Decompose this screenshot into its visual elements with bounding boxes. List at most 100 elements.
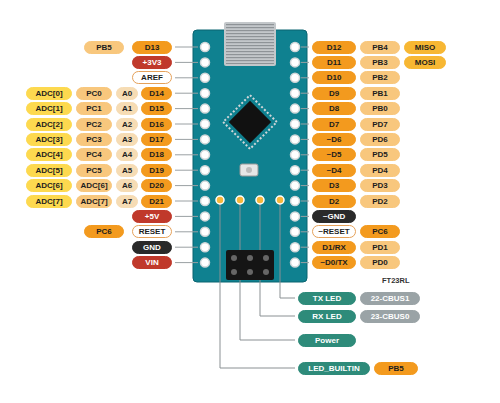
led-dot [256,196,264,204]
pin-name: +5V [145,212,159,221]
pin-tag: VIN [132,256,172,269]
pin-tag: PD2 [360,195,400,208]
pin-name: A6 [122,181,132,190]
pin-tag: D7 [312,118,356,131]
pin-name: PB5 [388,364,404,373]
header-pin [291,43,300,52]
pin-tag: +3V3 [132,56,172,69]
callout-tag: 22-CBUS1 [360,292,420,305]
header-pin [291,181,300,190]
led-dot [216,196,224,204]
pin-tag: AREF [132,71,172,84]
pin-tag: D2 [312,195,356,208]
pin-name: D10 [327,73,342,82]
pin-name: ~D4 [327,166,342,175]
pin-name: +3V3 [143,58,162,67]
pin-leader [301,124,309,125]
pin-tag: ~D6 [312,133,356,146]
pin-tag: A4 [116,148,138,161]
pin-name: D12 [327,43,342,52]
pin-name: D1/RX [322,243,346,252]
pin-name: ADC[0] [35,89,62,98]
pin-name: 23-CBUS0 [371,312,410,321]
pin-name: PD0 [372,258,388,267]
pin-tag: ADC[7] [26,195,72,208]
header-pin [231,255,237,261]
pin-name: PD6 [372,135,388,144]
pin-tag: D11 [312,56,356,69]
pin-name: VIN [145,258,158,267]
pin-leader [301,139,309,140]
pin-tag: PB5 [84,41,124,54]
pin-name: PB1 [372,89,388,98]
pin-leader [301,201,309,202]
pin-leader [301,262,309,263]
pin-tag: PB1 [360,87,400,100]
pin-tag: D1/RX [312,241,356,254]
pin-name: D2 [329,197,339,206]
pin-tag: A3 [116,133,138,146]
pin-tag: D14 [141,87,172,100]
pin-tag: PB0 [360,102,400,115]
pin-leader [175,262,198,263]
pin-name: A3 [122,135,132,144]
pin-tag: D16 [141,118,172,131]
pin-tag: D9 [312,87,356,100]
pin-tag: +5V [132,210,172,223]
pin-tag: D8 [312,102,356,115]
pin-name: D21 [149,197,164,206]
pin-name: PD1 [372,243,388,252]
pin-leader [301,247,309,248]
callout-tag: RX LED [298,310,356,323]
pin-tag: MOSI [404,56,446,69]
pin-leader [301,93,309,94]
pin-tag: ADC[3] [26,133,72,146]
callout-tag: TX LED [298,292,356,305]
header-body [226,250,274,280]
pin-name: D3 [329,181,339,190]
pin-name: ~D6 [327,135,342,144]
pin-leader [301,108,309,109]
led-dot [276,196,284,204]
pin-name: Power [315,336,339,345]
pin-leader [175,216,198,217]
header-pin [291,166,300,175]
reset-button [240,164,258,176]
pin-name: D19 [149,166,164,175]
callout-tag: 23-CBUS0 [360,310,420,323]
icsp-header [226,250,274,280]
header-pin [291,212,300,221]
pin-tag: A0 [116,87,138,100]
pin-tag: PB2 [360,71,400,84]
pin-name: PD7 [372,120,388,129]
led-leader [260,204,295,316]
header-pin [201,43,210,52]
usb-connector [224,22,276,66]
pin-leader [175,47,198,48]
pin-tag: MISO [404,41,446,54]
header-pin [291,150,300,159]
led-dot [236,196,244,204]
pin-tag: ~D0/TX [312,256,356,269]
pin-tag: ~D5 [312,148,356,161]
pin-tag: ~RESET [312,225,356,238]
pin-tag: GND [132,241,172,254]
pin-name: PB4 [372,43,388,52]
header-pin [201,212,210,221]
header-pin [201,243,210,252]
pin-name: ADC[1] [35,104,62,113]
pin-tag: PC5 [76,164,112,177]
pin-tag: D17 [141,133,172,146]
pin-tag: PD7 [360,118,400,131]
header-pin [231,269,237,275]
pin-name: PC6 [96,227,112,236]
pin-leader [301,216,309,217]
header-pin [201,181,210,190]
pin-name: PC2 [86,120,102,129]
pin-tag: PD1 [360,241,400,254]
pin-name: TX LED [313,294,341,303]
pin-tag: ADC[4] [26,148,72,161]
pin-name: PC6 [372,227,388,236]
header-pin [201,258,210,267]
